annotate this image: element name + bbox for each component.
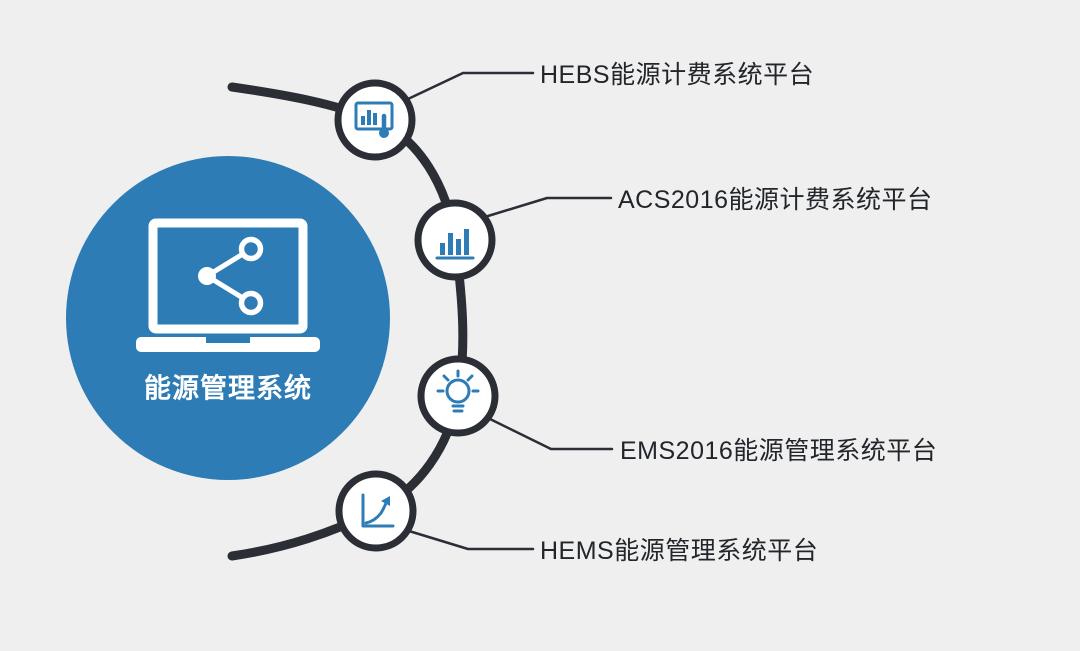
connector-line-ems (488, 417, 614, 451)
hub-label: 能源管理系统 (144, 373, 312, 404)
lightbulb-icon (436, 369, 480, 413)
node-hems (335, 470, 417, 552)
node-label-acs: ACS2016能源计费系统平台 (618, 186, 933, 214)
growth-curve-icon (361, 493, 395, 528)
node-label-hems: HEMS能源管理系统平台 (540, 537, 819, 565)
node-label-ems: EMS2016能源管理系统平台 (620, 437, 938, 465)
node-circle-ems (417, 355, 499, 437)
laptop-share-icon (136, 218, 320, 352)
node-acs (414, 199, 496, 281)
connector-line-hems (407, 529, 535, 551)
hub (66, 156, 390, 480)
node-circle-hems (335, 470, 417, 552)
node-circle-acs (414, 199, 496, 281)
bar-chart-icon (435, 229, 475, 260)
node-label-hebs: HEBS能源计费系统平台 (540, 61, 815, 89)
hub-circle (66, 156, 390, 480)
connector-line-acs (486, 196, 613, 218)
node-hebs (334, 79, 416, 161)
connector-line-hebs (406, 71, 535, 101)
touch-screen-chart-icon (354, 101, 394, 138)
node-ems (417, 355, 499, 437)
